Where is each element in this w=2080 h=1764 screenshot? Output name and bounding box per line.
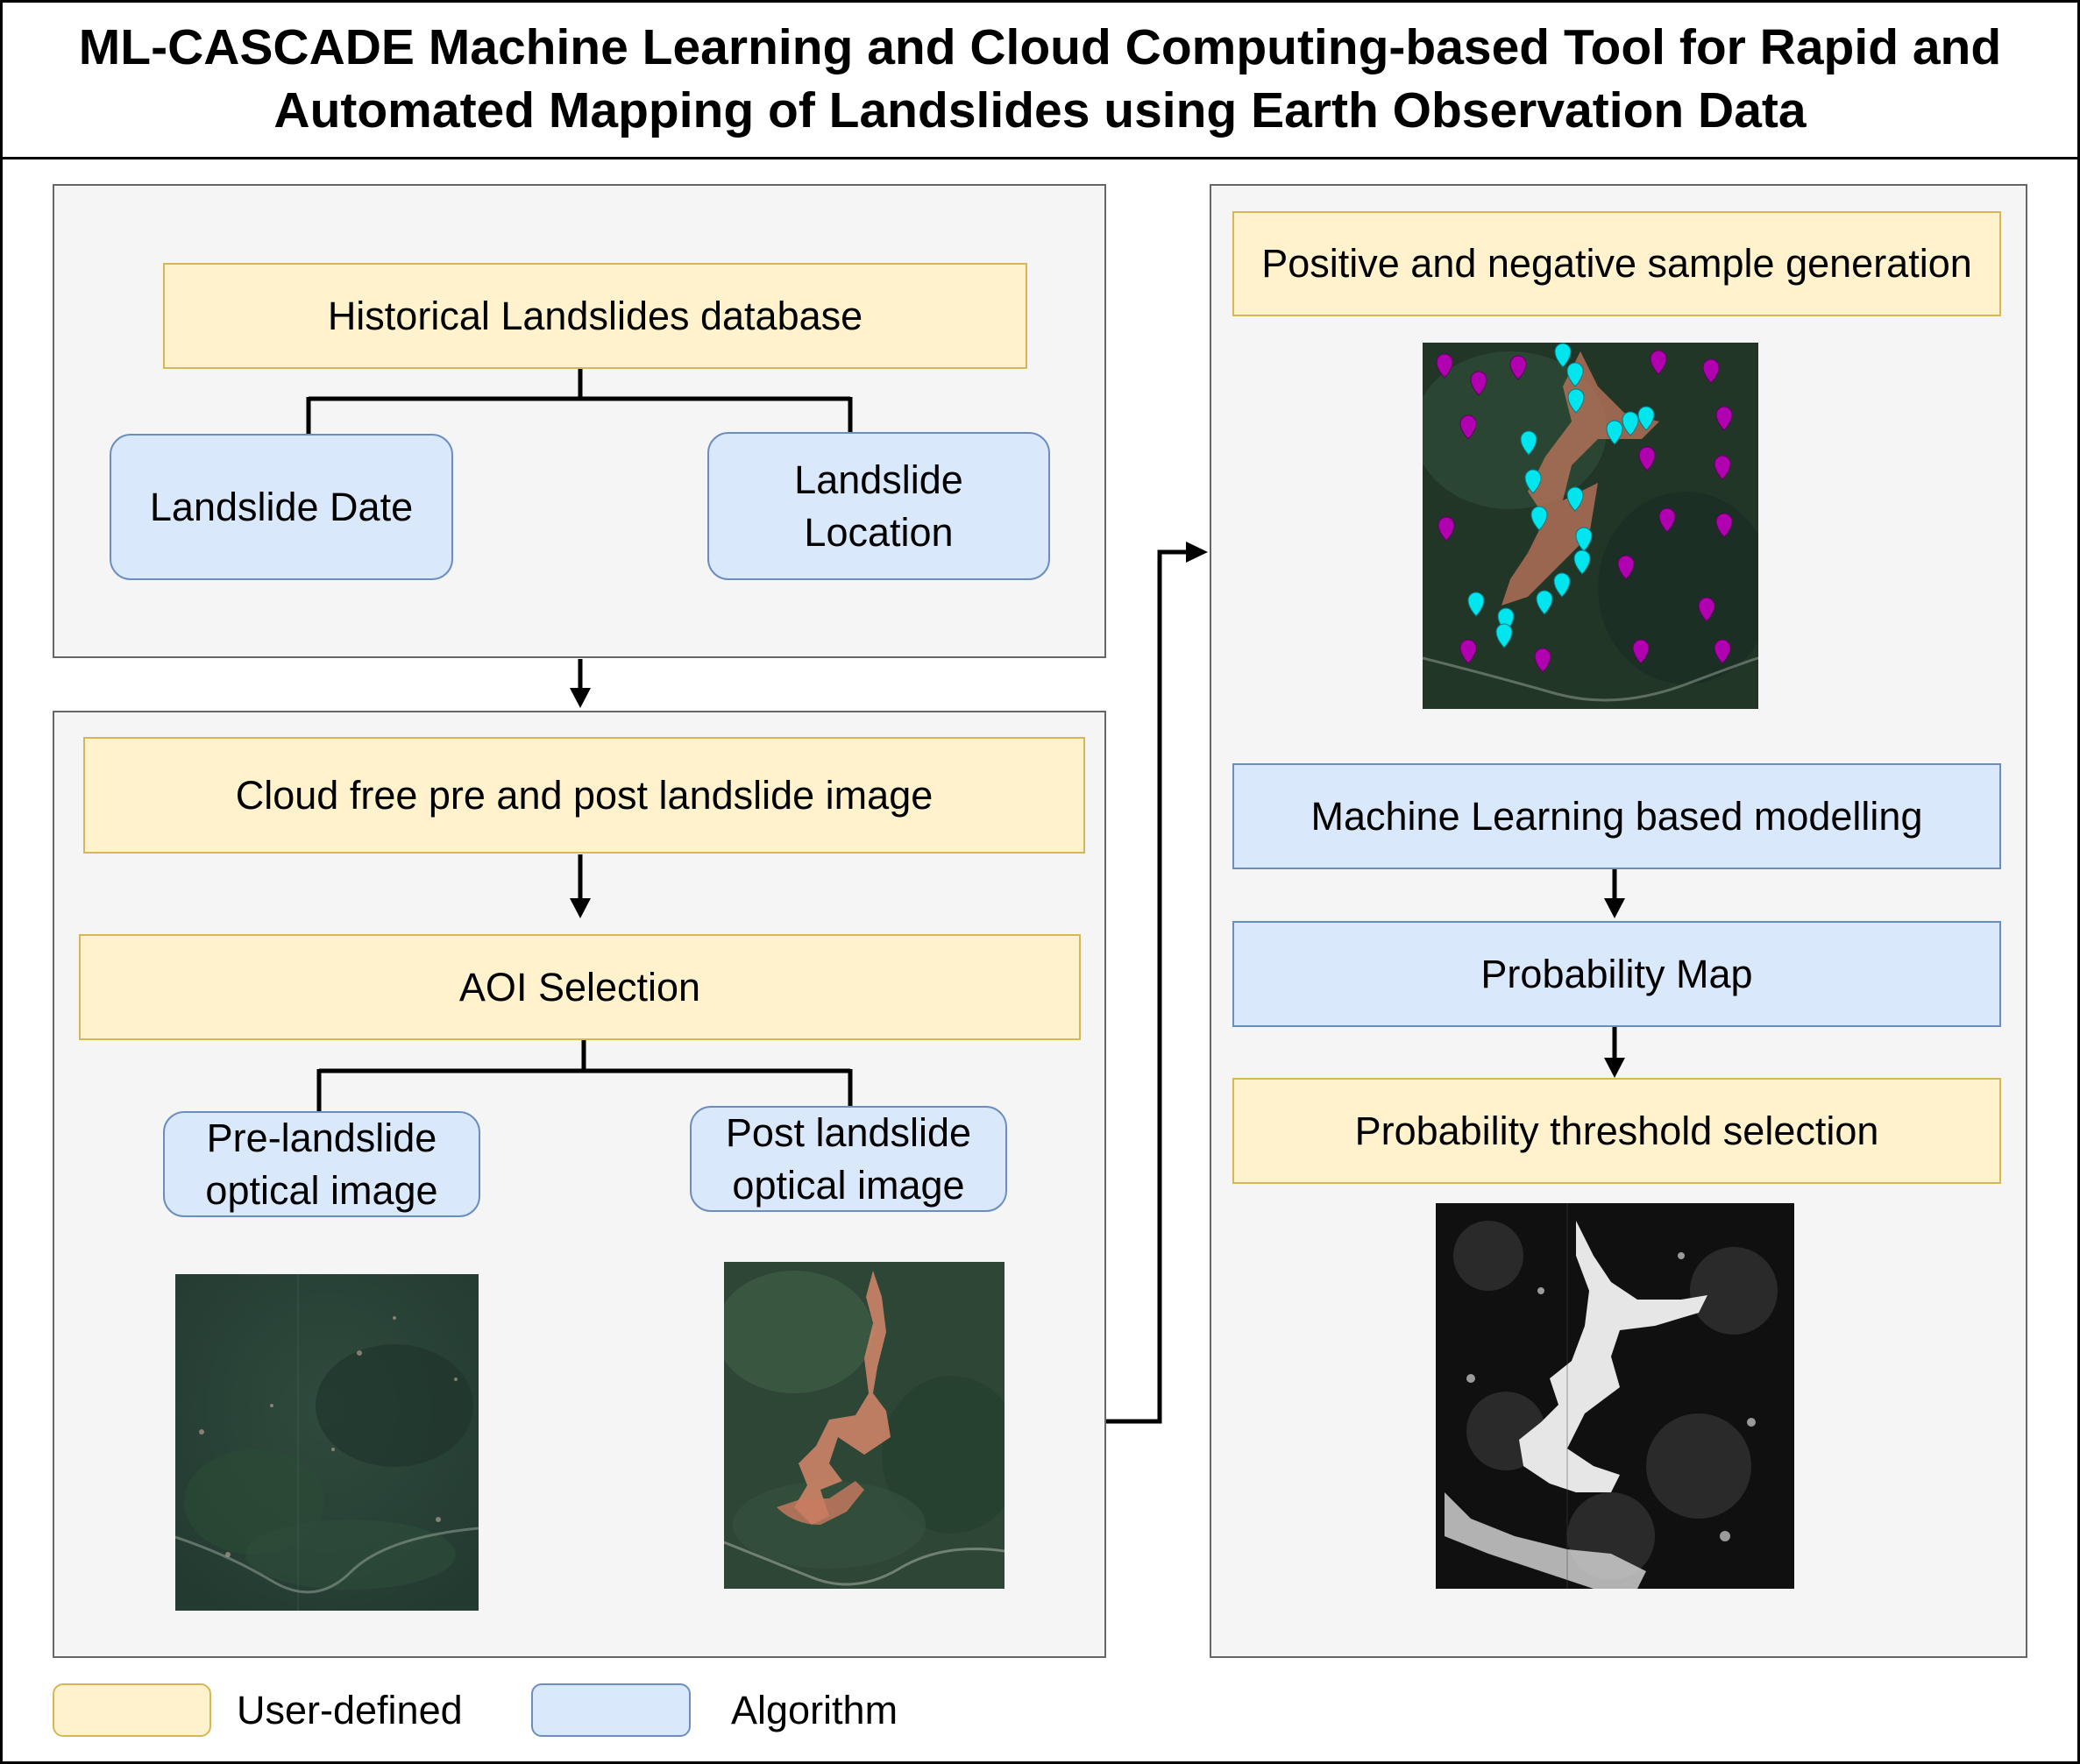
landslide-date-box: Landslide Date [110,434,453,580]
threshold-selection-box: Probability threshold selection [1232,1078,2001,1184]
figure-title: ML-CASCADE Machine Learning and Cloud Co… [0,0,2080,159]
arrow-left-to-right [1106,548,1201,1424]
probability-map-image [1436,1203,1794,1589]
sample-points-map [1423,343,1758,709]
post-landslide-satellite-image [724,1262,1005,1589]
connector-database-split [306,368,853,434]
legend-user-swatch [53,1683,211,1737]
positive-sample-markers [1467,343,1655,648]
legend-user-label: User-defined [237,1688,463,1732]
cloud-free-image-box: Cloud free pre and post landslide image [83,737,1085,854]
post-landslide-image-box: Post landslide optical image [690,1106,1007,1212]
probability-map-box: Probability Map [1232,921,2001,1027]
landslide-location-box: Landslide Location [707,432,1050,580]
aoi-selection-box: AOI Selection [79,934,1081,1040]
connector-aoi-split [316,1040,853,1111]
pre-landslide-satellite-image [175,1274,479,1611]
historical-database-box: Historical Landslides database [163,263,1027,369]
pre-landslide-image-box: Pre-landslide optical image [163,1111,480,1217]
legend-algorithm-label: Algorithm [731,1688,898,1732]
ml-modelling-box: Machine Learning based modelling [1232,763,2001,869]
legend-algorithm-swatch [531,1683,691,1737]
sample-generation-box: Positive and negative sample generation [1232,211,2001,316]
negative-sample-markers [1436,350,1733,673]
